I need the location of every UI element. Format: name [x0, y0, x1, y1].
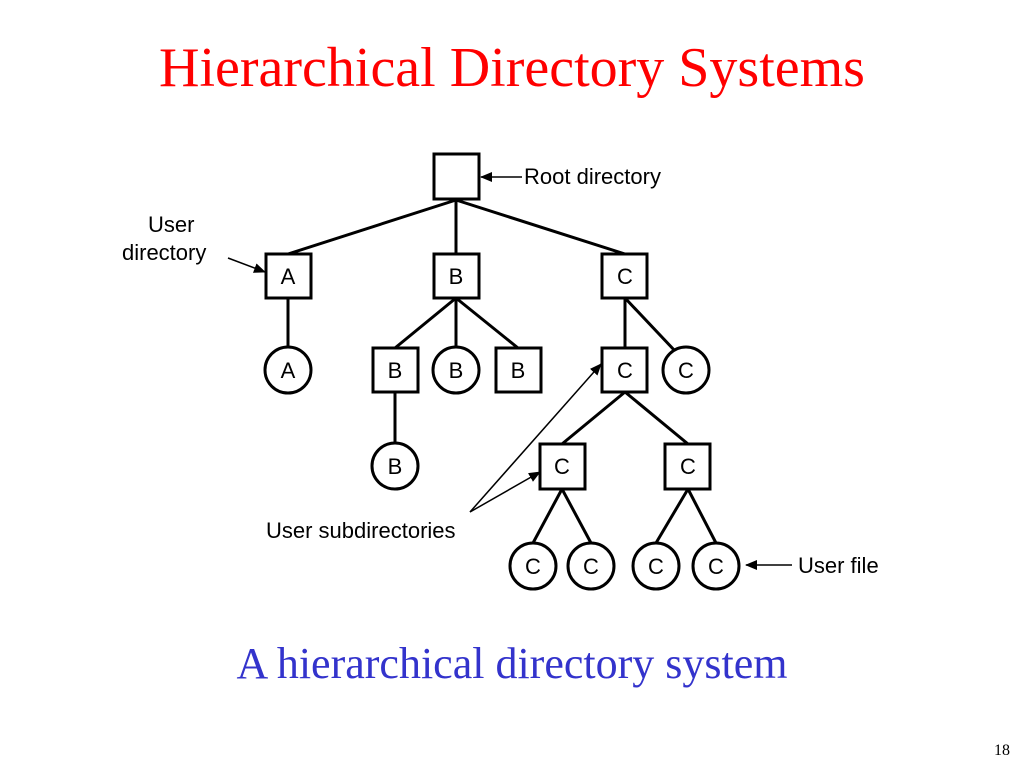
- directory-nodes: [264, 152, 712, 491]
- root-directory-box: [432, 152, 481, 201]
- subdir-c-right-box: [663, 442, 712, 491]
- edge-root-a: [287, 198, 457, 256]
- file-a-circle: [263, 345, 313, 395]
- edge-cl-file-l: [531, 488, 564, 544]
- subdir-b2-label: B: [511, 358, 526, 383]
- subdir-c-box: [600, 346, 649, 394]
- file-c-rl-label: C: [648, 554, 664, 579]
- dir-a-box: [264, 252, 313, 300]
- tree-edges: [286, 198, 718, 544]
- dir-b-label: B: [449, 264, 464, 289]
- dir-c-box: [600, 252, 649, 300]
- file-b1-circle: [431, 345, 481, 395]
- edge-b-subdir2: [455, 296, 519, 350]
- file-b1-label: B: [449, 358, 464, 383]
- dir-b-box: [432, 252, 481, 300]
- file-a-label: A: [281, 358, 296, 383]
- subdir-c-left-box: [538, 442, 587, 491]
- annotation-labels: Root directory User directory User subdi…: [122, 164, 879, 578]
- file-c-ll-label: C: [525, 554, 541, 579]
- diagram-caption: A hierarchical directory system: [236, 639, 788, 688]
- subdirectory-arrow-upper: [469, 363, 602, 513]
- edge-subdir-c-right: [624, 390, 689, 446]
- edge-subdir-c-left: [561, 390, 626, 446]
- file-c1-label: C: [678, 358, 694, 383]
- node-labels: A B C A B B B B C C C C C C C C: [281, 264, 724, 579]
- edge-cl-file-r: [560, 488, 593, 544]
- subdir-b2-box: [494, 346, 543, 394]
- edge-cr-file-l: [654, 488, 690, 544]
- subdir-c-left-label: C: [554, 454, 570, 479]
- file-c-lr-label: C: [583, 554, 599, 579]
- subdir-b-box: [371, 346, 420, 394]
- dir-c-label: C: [617, 264, 633, 289]
- user-file-label: User file: [798, 553, 879, 578]
- file-b-leaf-circle: [370, 441, 420, 491]
- root-directory-label: Root directory: [524, 164, 661, 189]
- file-c-lr-circle: [566, 541, 616, 591]
- file-c-ll-circle: [508, 541, 558, 591]
- edge-b-subdir: [394, 296, 457, 350]
- user-directory-label-line2: directory: [122, 240, 206, 265]
- file-c-rr-circle: [691, 541, 741, 591]
- edge-root-c: [455, 198, 626, 256]
- annotation-arrows: [227, 172, 792, 570]
- file-b-leaf-label: B: [388, 454, 403, 479]
- user-directory-arrow: [227, 257, 266, 273]
- file-c-rl-circle: [631, 541, 681, 591]
- dir-a-label: A: [281, 264, 296, 289]
- file-c1-circle: [661, 345, 711, 395]
- subdir-c-right-label: C: [680, 454, 696, 479]
- user-directory-label-line1: User: [148, 212, 194, 237]
- slide-title: Hierarchical Directory Systems: [159, 37, 865, 99]
- user-subdirectories-label: User subdirectories: [266, 518, 456, 543]
- subdir-b-label: B: [388, 358, 403, 383]
- file-nodes: [263, 345, 741, 591]
- subdir-c-label: C: [617, 358, 633, 383]
- edge-c-file: [623, 296, 678, 354]
- file-c-rr-label: C: [708, 554, 724, 579]
- subdirectory-arrow-lower: [469, 471, 541, 513]
- slide-number: 18: [994, 742, 1010, 759]
- edge-cr-file-r: [686, 488, 718, 544]
